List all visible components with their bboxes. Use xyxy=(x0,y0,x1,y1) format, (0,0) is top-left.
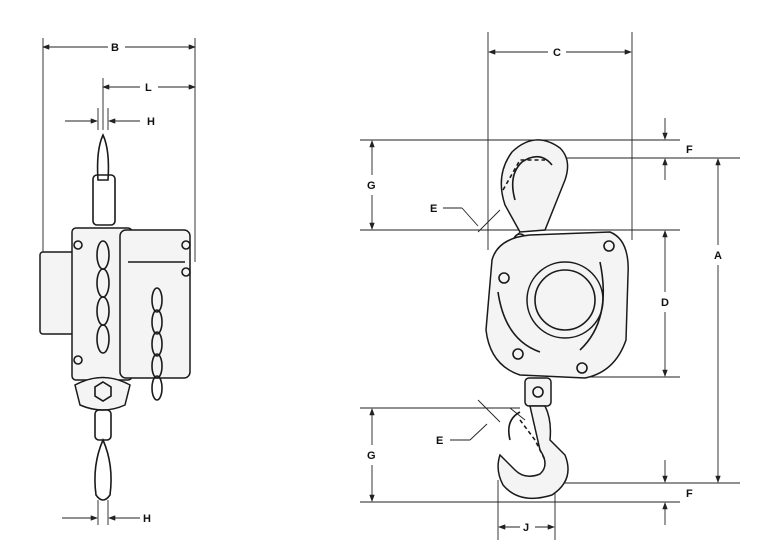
dimension-f-top: F xyxy=(662,118,693,180)
dimension-j: J xyxy=(498,522,555,534)
label-a: A xyxy=(714,250,722,262)
label-c: C xyxy=(553,47,561,59)
dimension-e-top: E xyxy=(430,203,521,247)
label-j: J xyxy=(523,522,529,534)
label-f-bottom: F xyxy=(686,488,693,500)
label-h-bottom: H xyxy=(143,513,151,525)
front-view-hoist: C F G A D E xyxy=(360,32,740,540)
dimension-h-bottom: H xyxy=(62,513,151,525)
dimension-l: L xyxy=(102,82,196,94)
label-g-bottom: G xyxy=(367,450,376,462)
label-e-bottom: E xyxy=(436,435,443,447)
dimension-f-bottom: F xyxy=(662,460,693,525)
dimension-g-top: G xyxy=(367,140,376,230)
dimension-c: C xyxy=(488,47,632,59)
label-h-top: H xyxy=(147,116,155,128)
label-d: D xyxy=(661,297,669,309)
label-l: L xyxy=(145,82,152,94)
dimension-d: D xyxy=(661,230,669,377)
label-b: B xyxy=(111,42,119,54)
dimension-e-bottom: E xyxy=(436,399,526,447)
label-e-top: E xyxy=(430,203,437,215)
dimension-b: B xyxy=(42,42,196,54)
side-view-hoist: B L H xyxy=(39,38,196,525)
dimension-g-bottom: G xyxy=(367,408,376,502)
dimension-a: A xyxy=(714,158,722,483)
label-g-top: G xyxy=(367,180,376,192)
dimension-h-top: H xyxy=(65,116,155,128)
label-f-top: F xyxy=(686,144,693,156)
